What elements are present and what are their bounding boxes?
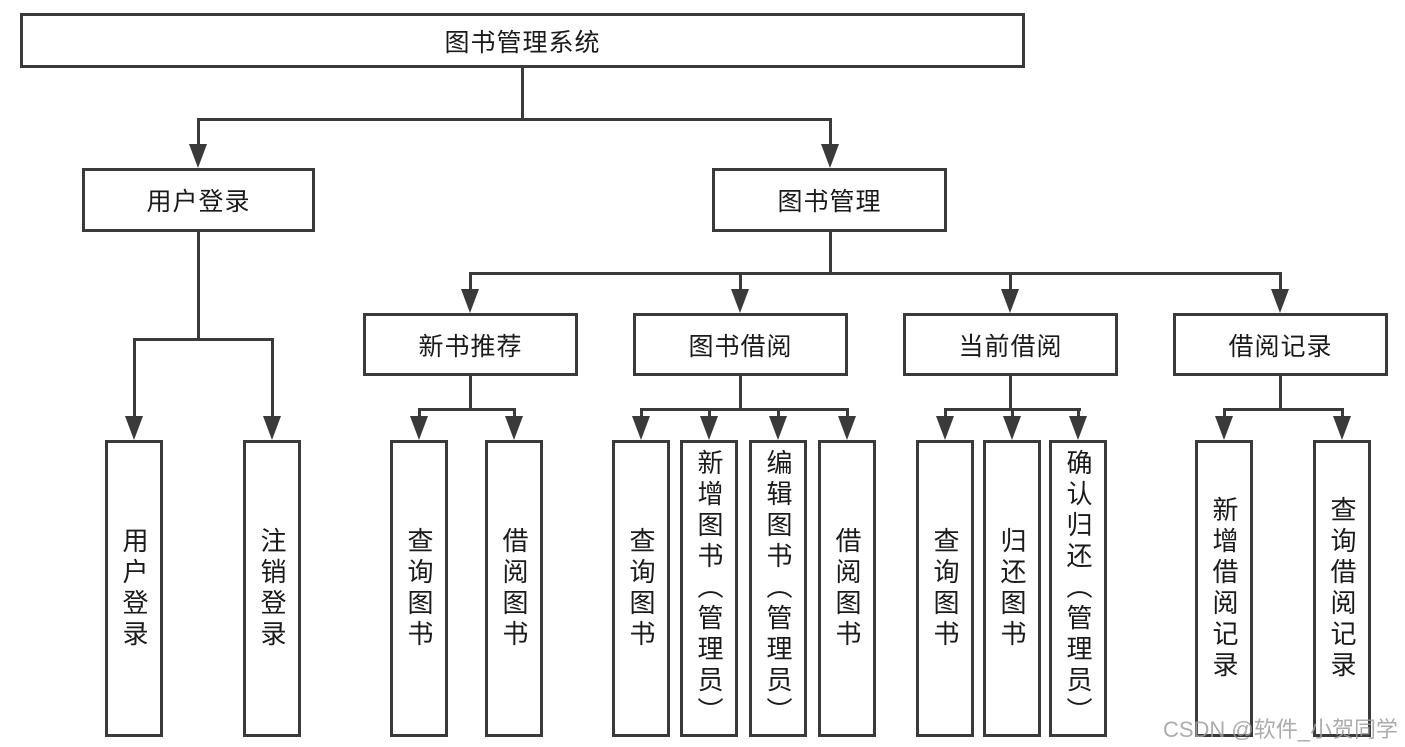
connector-line bbox=[739, 274, 742, 291]
arrow-down-icon bbox=[1069, 416, 1087, 440]
connector-line bbox=[846, 410, 849, 418]
connector-line bbox=[469, 274, 472, 291]
connector-line bbox=[197, 118, 832, 121]
arrow-down-icon bbox=[700, 416, 718, 440]
arrow-down-icon bbox=[1271, 289, 1289, 313]
connector-line bbox=[1223, 408, 1344, 411]
csdn-watermark: CSDN @软件_小贺同学 bbox=[1162, 717, 1398, 742]
connector-line bbox=[944, 410, 947, 418]
connector-line bbox=[521, 68, 524, 121]
leaf-borrow-books-2: 借阅图书 bbox=[818, 440, 876, 737]
connector-line bbox=[1279, 375, 1282, 411]
connector-line bbox=[469, 272, 1282, 275]
leaf-add-borrow-record: 新增借阅记录 bbox=[1195, 440, 1253, 737]
arrow-down-icon bbox=[1003, 416, 1021, 440]
leaf-query-books-2: 查询图书 bbox=[612, 440, 670, 737]
arrow-down-icon bbox=[1215, 416, 1233, 440]
connector-line bbox=[1009, 375, 1012, 411]
arrow-down-icon bbox=[1001, 289, 1019, 313]
arrow-down-icon bbox=[821, 144, 839, 168]
connector-line bbox=[133, 338, 274, 341]
connector-line bbox=[271, 340, 274, 419]
connector-line bbox=[1279, 274, 1282, 291]
arrow-down-icon bbox=[632, 416, 650, 440]
connector-line bbox=[418, 408, 516, 411]
connector-line bbox=[944, 408, 1081, 411]
leaf-borrow-books-1: 借阅图书 bbox=[485, 440, 543, 737]
connector-line bbox=[777, 410, 780, 418]
arrow-down-icon bbox=[505, 416, 523, 440]
leaf-return-book: 归还图书 bbox=[983, 440, 1041, 737]
node-borrow-records: 借阅记录 bbox=[1173, 313, 1388, 376]
connector-line bbox=[469, 375, 472, 411]
connector-line bbox=[133, 340, 136, 419]
connector-line bbox=[513, 410, 516, 418]
connector-line bbox=[1341, 410, 1344, 418]
connector-line bbox=[1223, 410, 1226, 418]
node-user-login: 用户登录 bbox=[82, 168, 315, 232]
connector-line bbox=[640, 408, 849, 411]
arrow-down-icon bbox=[731, 289, 749, 313]
connector-line bbox=[1011, 410, 1014, 418]
arrow-down-icon bbox=[838, 416, 856, 440]
node-book-borrow: 图书借阅 bbox=[633, 313, 848, 376]
arrow-down-icon bbox=[769, 416, 787, 440]
arrow-down-icon bbox=[936, 416, 954, 440]
connector-line bbox=[197, 120, 200, 146]
node-library-management-system: 图书管理系统 bbox=[20, 13, 1025, 68]
leaf-confirm-return-admin: 确认归还（管理员） bbox=[1049, 440, 1107, 737]
connector-line bbox=[1077, 410, 1080, 418]
connector-line bbox=[640, 410, 643, 418]
leaf-query-books-1: 查询图书 bbox=[390, 440, 448, 737]
leaf-user-login: 用户登录 bbox=[105, 440, 163, 737]
connector-line bbox=[708, 410, 711, 418]
arrow-down-icon bbox=[189, 144, 207, 168]
leaf-add-book-admin: 新增图书（管理员） bbox=[680, 440, 738, 737]
arrow-down-icon bbox=[125, 416, 143, 440]
leaf-edit-book-admin: 编辑图书（管理员） bbox=[749, 440, 807, 737]
connector-line bbox=[1009, 274, 1012, 291]
connector-line bbox=[197, 232, 200, 341]
connector-line bbox=[418, 410, 421, 418]
node-current-borrow: 当前借阅 bbox=[903, 313, 1118, 376]
arrow-down-icon bbox=[410, 416, 428, 440]
leaf-query-borrow-record: 查询借阅记录 bbox=[1313, 440, 1371, 737]
node-book-management: 图书管理 bbox=[712, 168, 947, 232]
arrow-down-icon bbox=[1333, 416, 1351, 440]
leaf-query-books-3: 查询图书 bbox=[916, 440, 974, 737]
connector-line bbox=[829, 120, 832, 146]
arrow-down-icon bbox=[461, 289, 479, 313]
connector-line bbox=[829, 232, 832, 275]
arrow-down-icon bbox=[263, 416, 281, 440]
leaf-logout: 注销登录 bbox=[243, 440, 301, 737]
connector-line bbox=[739, 375, 742, 411]
node-new-book-recommend: 新书推荐 bbox=[363, 313, 578, 376]
